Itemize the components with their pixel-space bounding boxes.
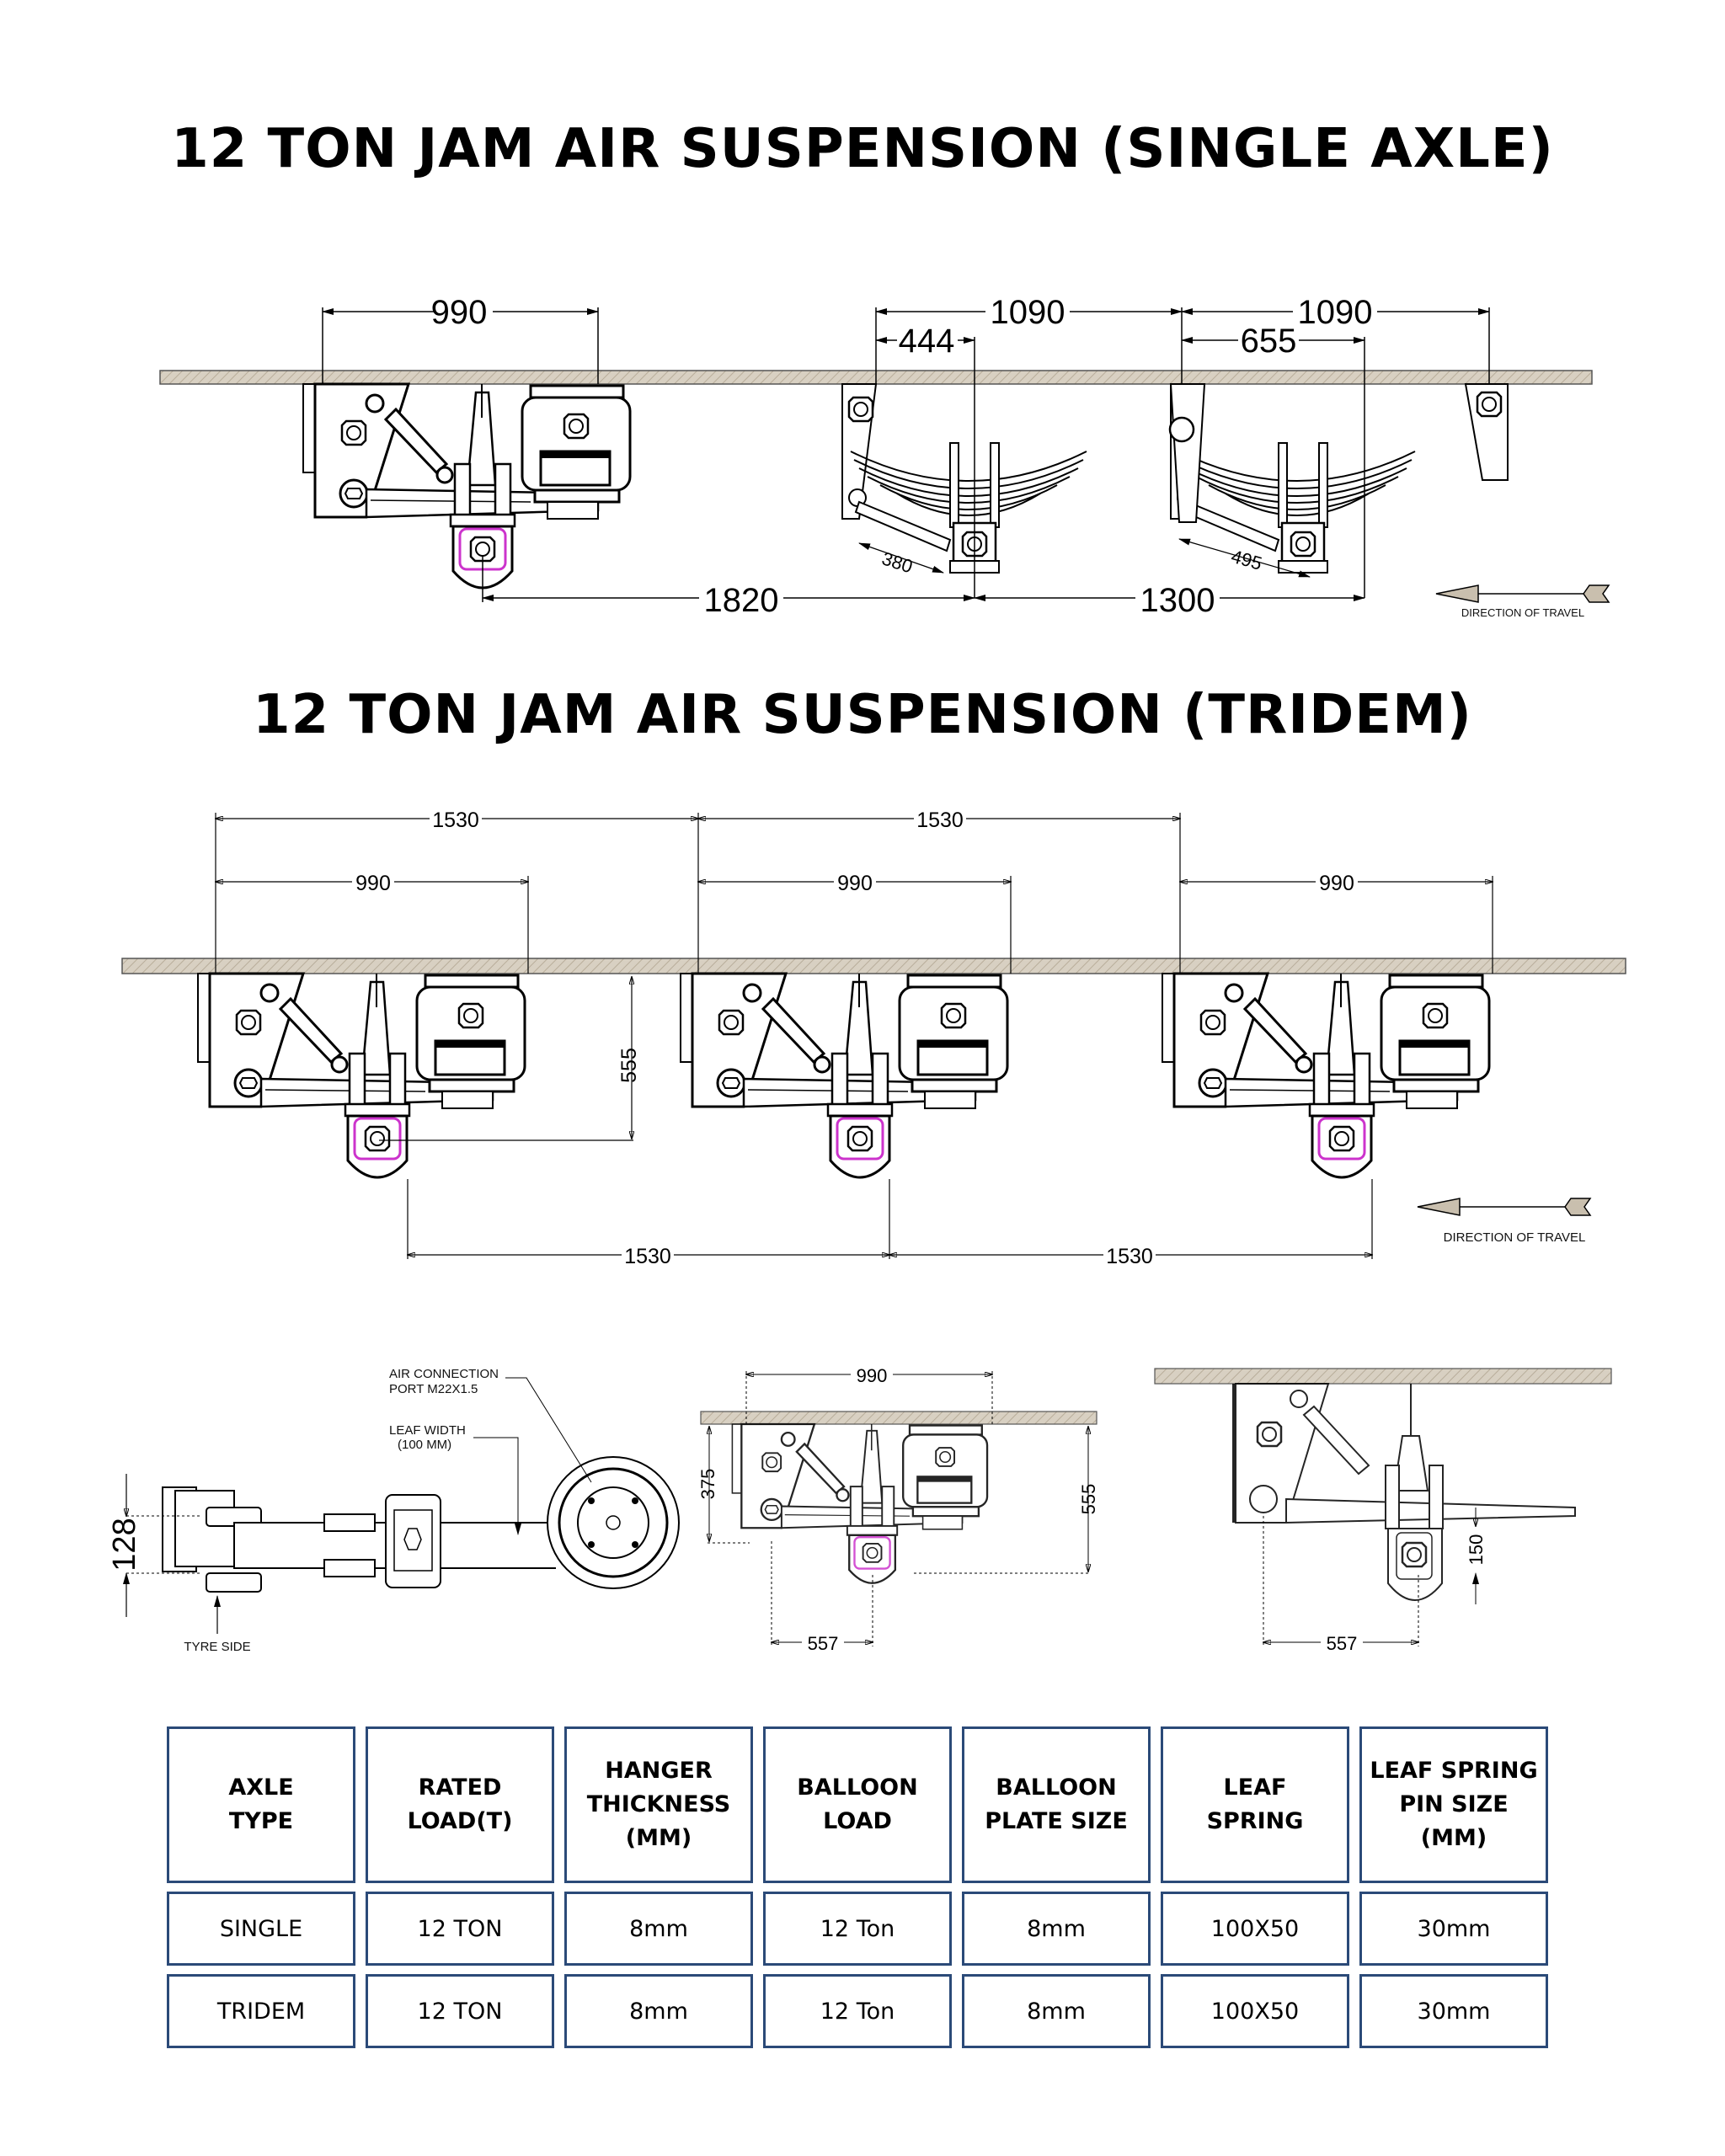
leaf-spring-unit-rear (1171, 384, 1415, 573)
cell-balloon-load: 12 Ton (763, 1892, 952, 1966)
cell-axle-type: TRIDEM (167, 1974, 355, 2048)
dim-150: 150 (1466, 1534, 1487, 1566)
dim-555-tridem: 555 (617, 1048, 641, 1083)
dim-444: 444 (899, 323, 955, 360)
dim-990-tridem-3: 990 (1319, 872, 1354, 895)
dim-1090-front: 1090 (991, 294, 1065, 331)
tridem-drawing: 1530 1530 990 990 990 555 1530 1530 DIRE… (121, 807, 1626, 1268)
dim-990-tridem-1: 990 (355, 872, 391, 895)
detail-side-view: 990 375 555 557 (697, 1364, 1099, 1654)
leaf-spring-unit-front (842, 384, 1087, 573)
air-port-label-line1: AIR CONNECTION (389, 1367, 499, 1381)
cell-rated-load: 12 TON (366, 1974, 554, 2048)
dim-990-single: 990 (431, 294, 488, 331)
dim-128: 128 (107, 1518, 142, 1571)
direction-label-single: DIRECTION OF TRAVEL (1461, 606, 1584, 619)
dim-557-side: 557 (808, 1633, 839, 1654)
dim-1090-rear: 1090 (1298, 294, 1373, 331)
cell-leaf-spring: 100X50 (1161, 1892, 1349, 1966)
cell-balloon-plate-size: 8mm (962, 1892, 1151, 1966)
direction-label-tridem: DIRECTION OF TRAVEL (1444, 1230, 1586, 1245)
air-suspension-unit-2 (681, 974, 1007, 1177)
air-suspension-unit (303, 384, 630, 588)
cell-balloon-plate-size: 8mm (962, 1974, 1151, 2048)
detail-top-view: AIR CONNECTION PORT M22X1.5 LEAF WIDTH (… (107, 1367, 680, 1654)
dim-1530-hanger-2: 1530 (916, 808, 964, 832)
title-single-axle: 12 TON JAM AIR SUSPENSION (SINGLE AXLE) (171, 118, 1554, 180)
dim-1300: 1300 (1140, 582, 1215, 619)
single-axle-drawing: 990 1090 1090 444 655 380 495 (159, 293, 1610, 619)
dim-557-underslung: 557 (1327, 1633, 1358, 1654)
direction-arrow-icon-tridem (1417, 1198, 1591, 1216)
air-suspension-unit-1 (198, 974, 525, 1177)
table-row: SINGLE 12 TON 8mm 12 Ton 8mm 100X50 30mm (167, 1892, 1548, 1966)
dim-1530-hanger-1: 1530 (432, 808, 479, 832)
dim-495: 495 (1229, 546, 1264, 574)
cell-hanger-thickness: 8mm (564, 1892, 753, 1966)
cell-hanger-thickness: 8mm (564, 1974, 753, 2048)
dim-555-side: 555 (1078, 1484, 1099, 1515)
title-tridem: 12 TON JAM AIR SUSPENSION (TRIDEM) (253, 684, 1472, 746)
tyre-side-label: TYRE SIDE (184, 1640, 250, 1654)
leaf-width-label-line1: LEAF WIDTH (389, 1423, 466, 1438)
cell-balloon-load: 12 Ton (763, 1974, 952, 2048)
cell-leaf-spring: 100X50 (1161, 1974, 1349, 2048)
dim-1530-axle-1: 1530 (624, 1245, 671, 1268)
dim-1530-axle-2: 1530 (1106, 1245, 1153, 1268)
air-port-label-line2: PORT M22X1.5 (389, 1382, 478, 1396)
air-suspension-unit-3 (1162, 974, 1489, 1177)
cell-rated-load: 12 TON (366, 1892, 554, 1966)
detail-underslung-view: 150 557 (1154, 1368, 1612, 1654)
dim-990-side: 990 (857, 1365, 888, 1386)
table-row: TRIDEM 12 TON 8mm 12 Ton 8mm 100X50 30mm (167, 1974, 1548, 2048)
cell-pin-size: 30mm (1359, 1892, 1548, 1966)
dim-375: 375 (697, 1469, 718, 1500)
drawing-canvas: 990 1090 1090 444 655 380 495 (107, 293, 1626, 1654)
dim-990-tridem-2: 990 (837, 872, 873, 895)
dim-380: 380 (879, 547, 916, 577)
dim-655: 655 (1241, 323, 1297, 360)
cell-axle-type: SINGLE (167, 1892, 355, 1966)
chassis-frame-tridem (121, 958, 1626, 974)
leaf-width-label-line2: (100 MM) (398, 1438, 451, 1452)
cell-pin-size: 30mm (1359, 1974, 1548, 2048)
dim-1820: 1820 (704, 582, 779, 619)
direction-arrow-icon (1435, 584, 1610, 603)
